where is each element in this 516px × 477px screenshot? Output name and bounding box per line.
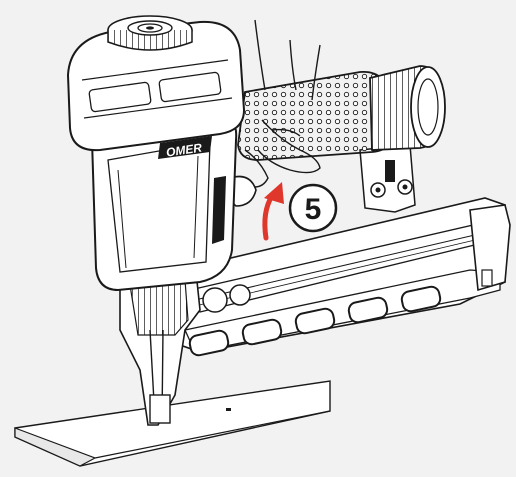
wood-board xyxy=(14,380,331,467)
top-cap xyxy=(66,15,246,152)
rear-bracket xyxy=(359,144,416,213)
cylinder-housing xyxy=(90,116,238,292)
brand-logo-text: OMER xyxy=(165,141,203,160)
step-number-badge: 5 xyxy=(288,183,338,233)
nail-mark xyxy=(226,408,231,411)
nose-assembly xyxy=(119,261,251,426)
nail-magazine xyxy=(179,197,511,357)
hand-outline xyxy=(244,19,321,188)
brand-plate: OMER xyxy=(158,136,212,160)
step-number-text: 5 xyxy=(305,193,322,226)
red-arrow-icon xyxy=(262,182,284,241)
handle-grip xyxy=(237,65,446,161)
